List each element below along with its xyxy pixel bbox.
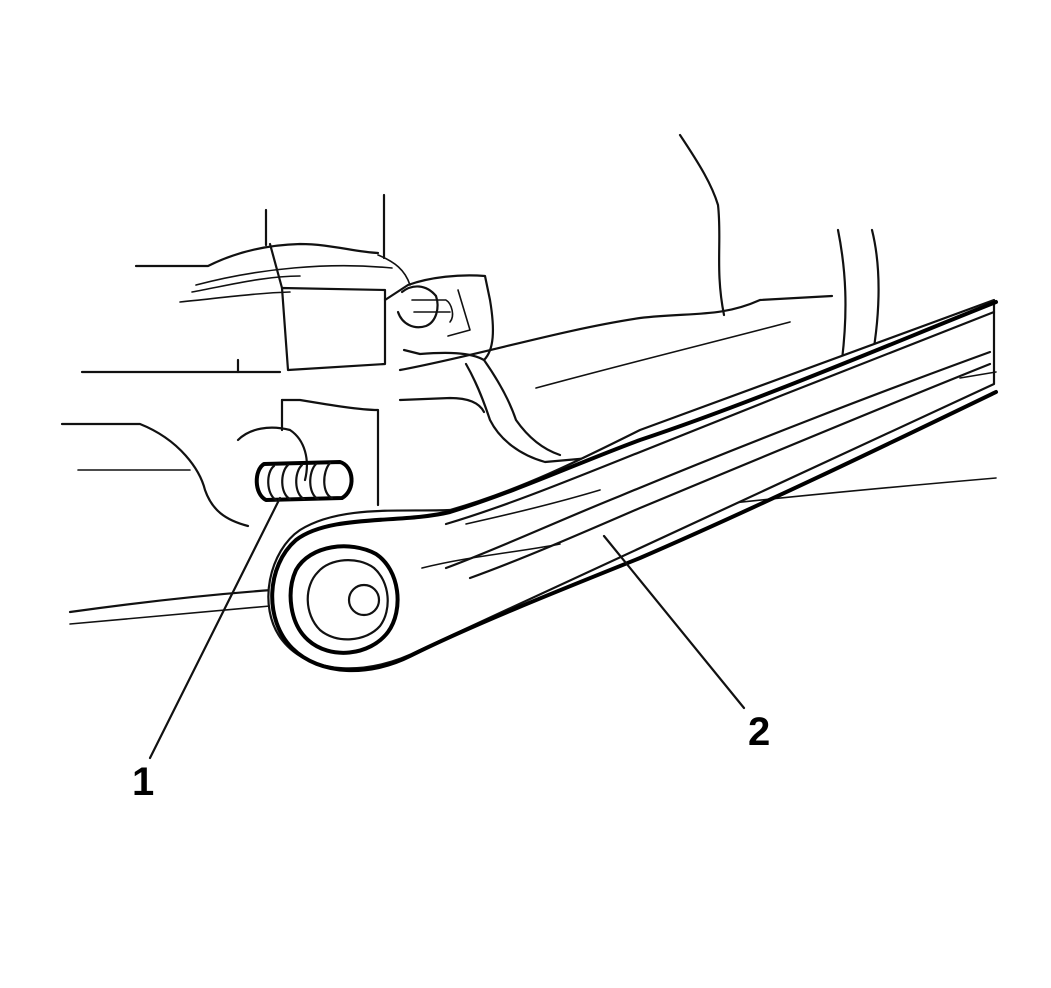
threaded-stud	[254, 460, 354, 502]
leader-lines	[148, 496, 746, 760]
leader-line-2	[602, 534, 746, 710]
brake-line-bracket	[195, 242, 592, 464]
callout-label-1: 1	[132, 760, 155, 804]
callout-label-2: 2	[748, 710, 771, 754]
control-arm	[267, 298, 998, 673]
leader-line-1	[148, 496, 282, 760]
